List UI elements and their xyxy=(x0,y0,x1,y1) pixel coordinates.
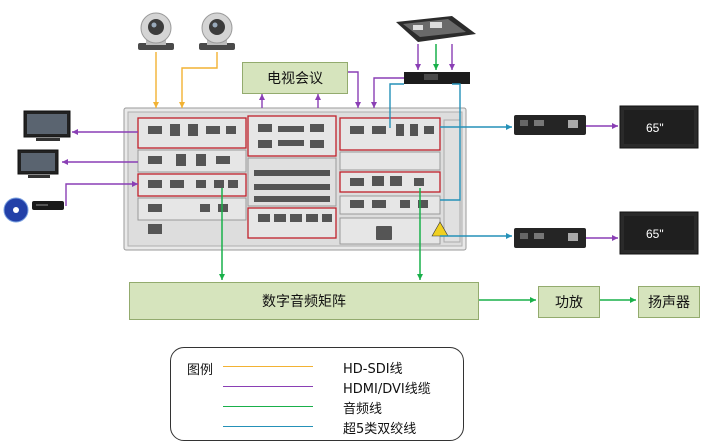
matrix-chassis xyxy=(123,107,467,251)
tv-monitor-icon xyxy=(23,110,71,141)
dvd-disc-icon xyxy=(3,197,29,223)
hdsdi-connections xyxy=(153,52,218,108)
tv-monitor-icon xyxy=(17,149,59,178)
legend-line-hdsdi xyxy=(223,366,313,367)
legend-title: 图例 xyxy=(187,363,214,378)
legend-line-cat5 xyxy=(223,426,313,427)
legend-label-cat5: 超5类双绞线 xyxy=(343,422,417,437)
interface-box-icon xyxy=(404,72,470,84)
display-size-label-bottom: 65" xyxy=(646,227,664,241)
amplifier-box: 功放 xyxy=(538,286,600,318)
display-size-label-top: 65" xyxy=(646,121,664,135)
audio-matrix-box: 数字音频矩阵 xyxy=(129,282,479,320)
dvd-player-icon xyxy=(32,201,64,210)
hdmi-connections xyxy=(62,44,618,241)
audio-connections xyxy=(219,44,636,303)
amplifier-label: 功放 xyxy=(555,295,583,311)
legend-label-hdsdi: HD-SDI线 xyxy=(343,362,403,377)
hdbaset-receiver-icon xyxy=(514,115,586,135)
table-connection-box-icon xyxy=(396,16,476,42)
speaker-box: 扬声器 xyxy=(638,286,700,318)
video-conference-label: 电视会议 xyxy=(267,71,323,87)
audio-matrix-label: 数字音频矩阵 xyxy=(262,294,346,310)
legend-line-audio xyxy=(223,406,313,407)
legend-label-hdmi: HDMI/DVI线缆 xyxy=(343,382,431,397)
ptz-camera-icon xyxy=(138,12,174,50)
display-screen-icon: 65" xyxy=(619,211,699,255)
legend: 图例 HD-SDI线 HDMI/DVI线缆 音频线 超5类双绞线 xyxy=(170,347,464,441)
legend-line-hdmi xyxy=(223,386,313,387)
hdbaset-receiver-icon xyxy=(514,228,586,248)
speaker-label: 扬声器 xyxy=(648,295,690,311)
ptz-camera-icon xyxy=(199,12,235,50)
legend-label-audio: 音频线 xyxy=(343,402,383,417)
display-screen-icon: 65" xyxy=(619,105,699,149)
video-conference-box: 电视会议 xyxy=(242,62,348,94)
cat5-connections xyxy=(389,83,512,239)
